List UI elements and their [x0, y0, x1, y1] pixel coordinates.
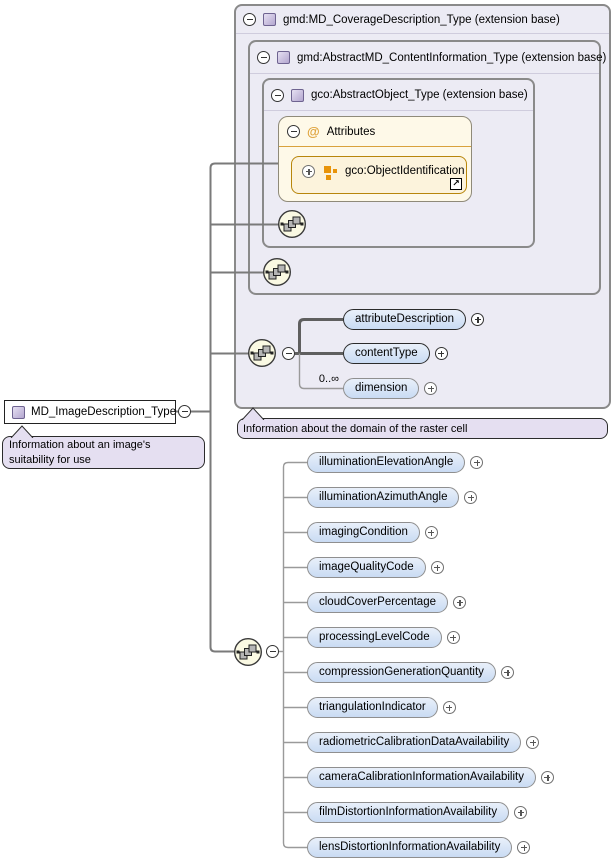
expand-icon[interactable]: [517, 841, 531, 854]
element-row: imageQualityCode: [307, 556, 444, 579]
element-processingLevelCode[interactable]: processingLevelCode: [307, 627, 442, 648]
expand-icon[interactable]: [302, 165, 315, 178]
element-contentType[interactable]: contentType: [343, 343, 430, 364]
collapse-icon[interactable]: [257, 51, 270, 64]
attributes-label: Attributes: [326, 125, 376, 138]
expand-icon[interactable]: [442, 701, 456, 714]
complex-type-icon: [291, 88, 304, 102]
expand-icon[interactable]: [453, 596, 466, 609]
element-row: illuminationAzimuthAngle: [307, 486, 478, 509]
root-type-label: MD_ImageDescription_Type: [31, 406, 177, 418]
element-radiometricCalibrationDataAvailability[interactable]: radiometricCalibrationDataAvailability: [307, 732, 522, 753]
element-row: radiometricCalibrationDataAvailability: [307, 731, 540, 754]
element-row: lensDistortionInformationAvailability: [307, 836, 531, 859]
element-row: filmDistortionInformationAvailability: [307, 801, 528, 824]
annotation-tail: [241, 407, 265, 420]
type-box-label: gmd:AbstractMD_ContentInformation_Type (…: [297, 51, 607, 64]
expand-icon[interactable]: [500, 666, 514, 679]
expand-icon[interactable]: [464, 491, 478, 504]
element-imageQualityCode[interactable]: imageQualityCode: [307, 557, 426, 578]
element-row: attributeDescription: [343, 308, 485, 331]
attributes-header: @ Attributes: [279, 117, 471, 147]
sequence-icon[interactable]: [277, 209, 307, 239]
complex-type-icon: [12, 405, 25, 419]
expand-icon[interactable]: [434, 347, 448, 360]
expand-icon[interactable]: [526, 736, 540, 749]
element-row: processingLevelCode: [307, 626, 460, 649]
expand-icon[interactable]: [430, 561, 444, 574]
element-dimension[interactable]: dimension: [343, 378, 420, 399]
sequence-icon[interactable]: [247, 338, 277, 368]
element-illuminationAzimuthAngle[interactable]: illuminationAzimuthAngle: [307, 487, 460, 508]
complex-type-icon: [263, 13, 276, 26]
attribute-group-label: gco:ObjectIdentification: [345, 165, 465, 177]
expand-icon[interactable]: [424, 382, 438, 395]
expand-icon[interactable]: [514, 806, 528, 819]
element-row: illuminationElevationAngle: [307, 451, 484, 474]
coverage-annotation: Information about the domain of the rast…: [237, 418, 608, 439]
expand-icon[interactable]: [424, 526, 438, 539]
type-box-label: gco:AbstractObject_Type (extension base): [311, 89, 528, 101]
at-icon: @: [307, 124, 320, 139]
collapse-icon[interactable]: [271, 88, 284, 102]
root-annotation: Information about an image's suitability…: [2, 436, 205, 469]
element-row: cameraCalibrationInformationAvailability: [307, 766, 554, 789]
sequence-icon[interactable]: [262, 257, 292, 287]
cardinality-label: 0..∞: [318, 373, 339, 385]
element-lensDistortionInformationAvailability[interactable]: lensDistortionInformationAvailability: [307, 837, 513, 858]
type-box-label: gmd:MD_CoverageDescription_Type (extensi…: [283, 13, 560, 26]
type-box-header: gmd:MD_CoverageDescription_Type (extensi…: [236, 6, 609, 34]
element-cloudCoverPercentage[interactable]: cloudCoverPercentage: [307, 592, 448, 613]
type-box-header: gco:AbstractObject_Type (extension base): [264, 80, 533, 111]
element-row: cloudCoverPercentage: [307, 591, 466, 614]
element-row: compressionGenerationQuantity: [307, 661, 514, 684]
element-imagingCondition[interactable]: imagingCondition: [307, 522, 420, 543]
expand-icon[interactable]: [470, 456, 484, 469]
element-cameraCalibrationInformationAvailability[interactable]: cameraCalibrationInformationAvailability: [307, 767, 536, 788]
root-type-box[interactable]: MD_ImageDescription_Type: [4, 400, 176, 424]
collapse-icon[interactable]: [266, 645, 279, 658]
element-row: dimension: [343, 377, 438, 400]
attributes-panel: @ Attributes gco:ObjectIdentification ↗: [278, 116, 472, 202]
external-link-icon[interactable]: ↗: [450, 178, 462, 190]
collapse-icon[interactable]: [178, 405, 191, 418]
sequence-icon[interactable]: [233, 637, 263, 667]
attribute-group-box[interactable]: gco:ObjectIdentification ↗: [291, 156, 467, 194]
element-attributeDescription[interactable]: attributeDescription: [343, 309, 467, 330]
attribute-group-icon: [324, 166, 337, 180]
element-row: triangulationIndicator: [307, 696, 456, 719]
collapse-icon[interactable]: [282, 347, 295, 360]
collapse-icon[interactable]: [243, 13, 256, 26]
element-illuminationElevationAngle[interactable]: illuminationElevationAngle: [307, 452, 466, 473]
expand-icon[interactable]: [446, 631, 460, 644]
annotation-tail: [10, 425, 34, 438]
type-box-header: gmd:AbstractMD_ContentInformation_Type (…: [250, 42, 606, 74]
element-filmDistortionInformationAvailability[interactable]: filmDistortionInformationAvailability: [307, 802, 510, 823]
expand-icon[interactable]: [471, 313, 485, 326]
expand-icon[interactable]: [540, 771, 554, 784]
collapse-icon[interactable]: [287, 125, 300, 138]
complex-type-icon: [277, 51, 290, 64]
element-compressionGenerationQuantity[interactable]: compressionGenerationQuantity: [307, 662, 496, 683]
element-row: imagingCondition: [307, 521, 438, 544]
element-row: contentType: [343, 342, 448, 365]
element-triangulationIndicator[interactable]: triangulationIndicator: [307, 697, 438, 718]
